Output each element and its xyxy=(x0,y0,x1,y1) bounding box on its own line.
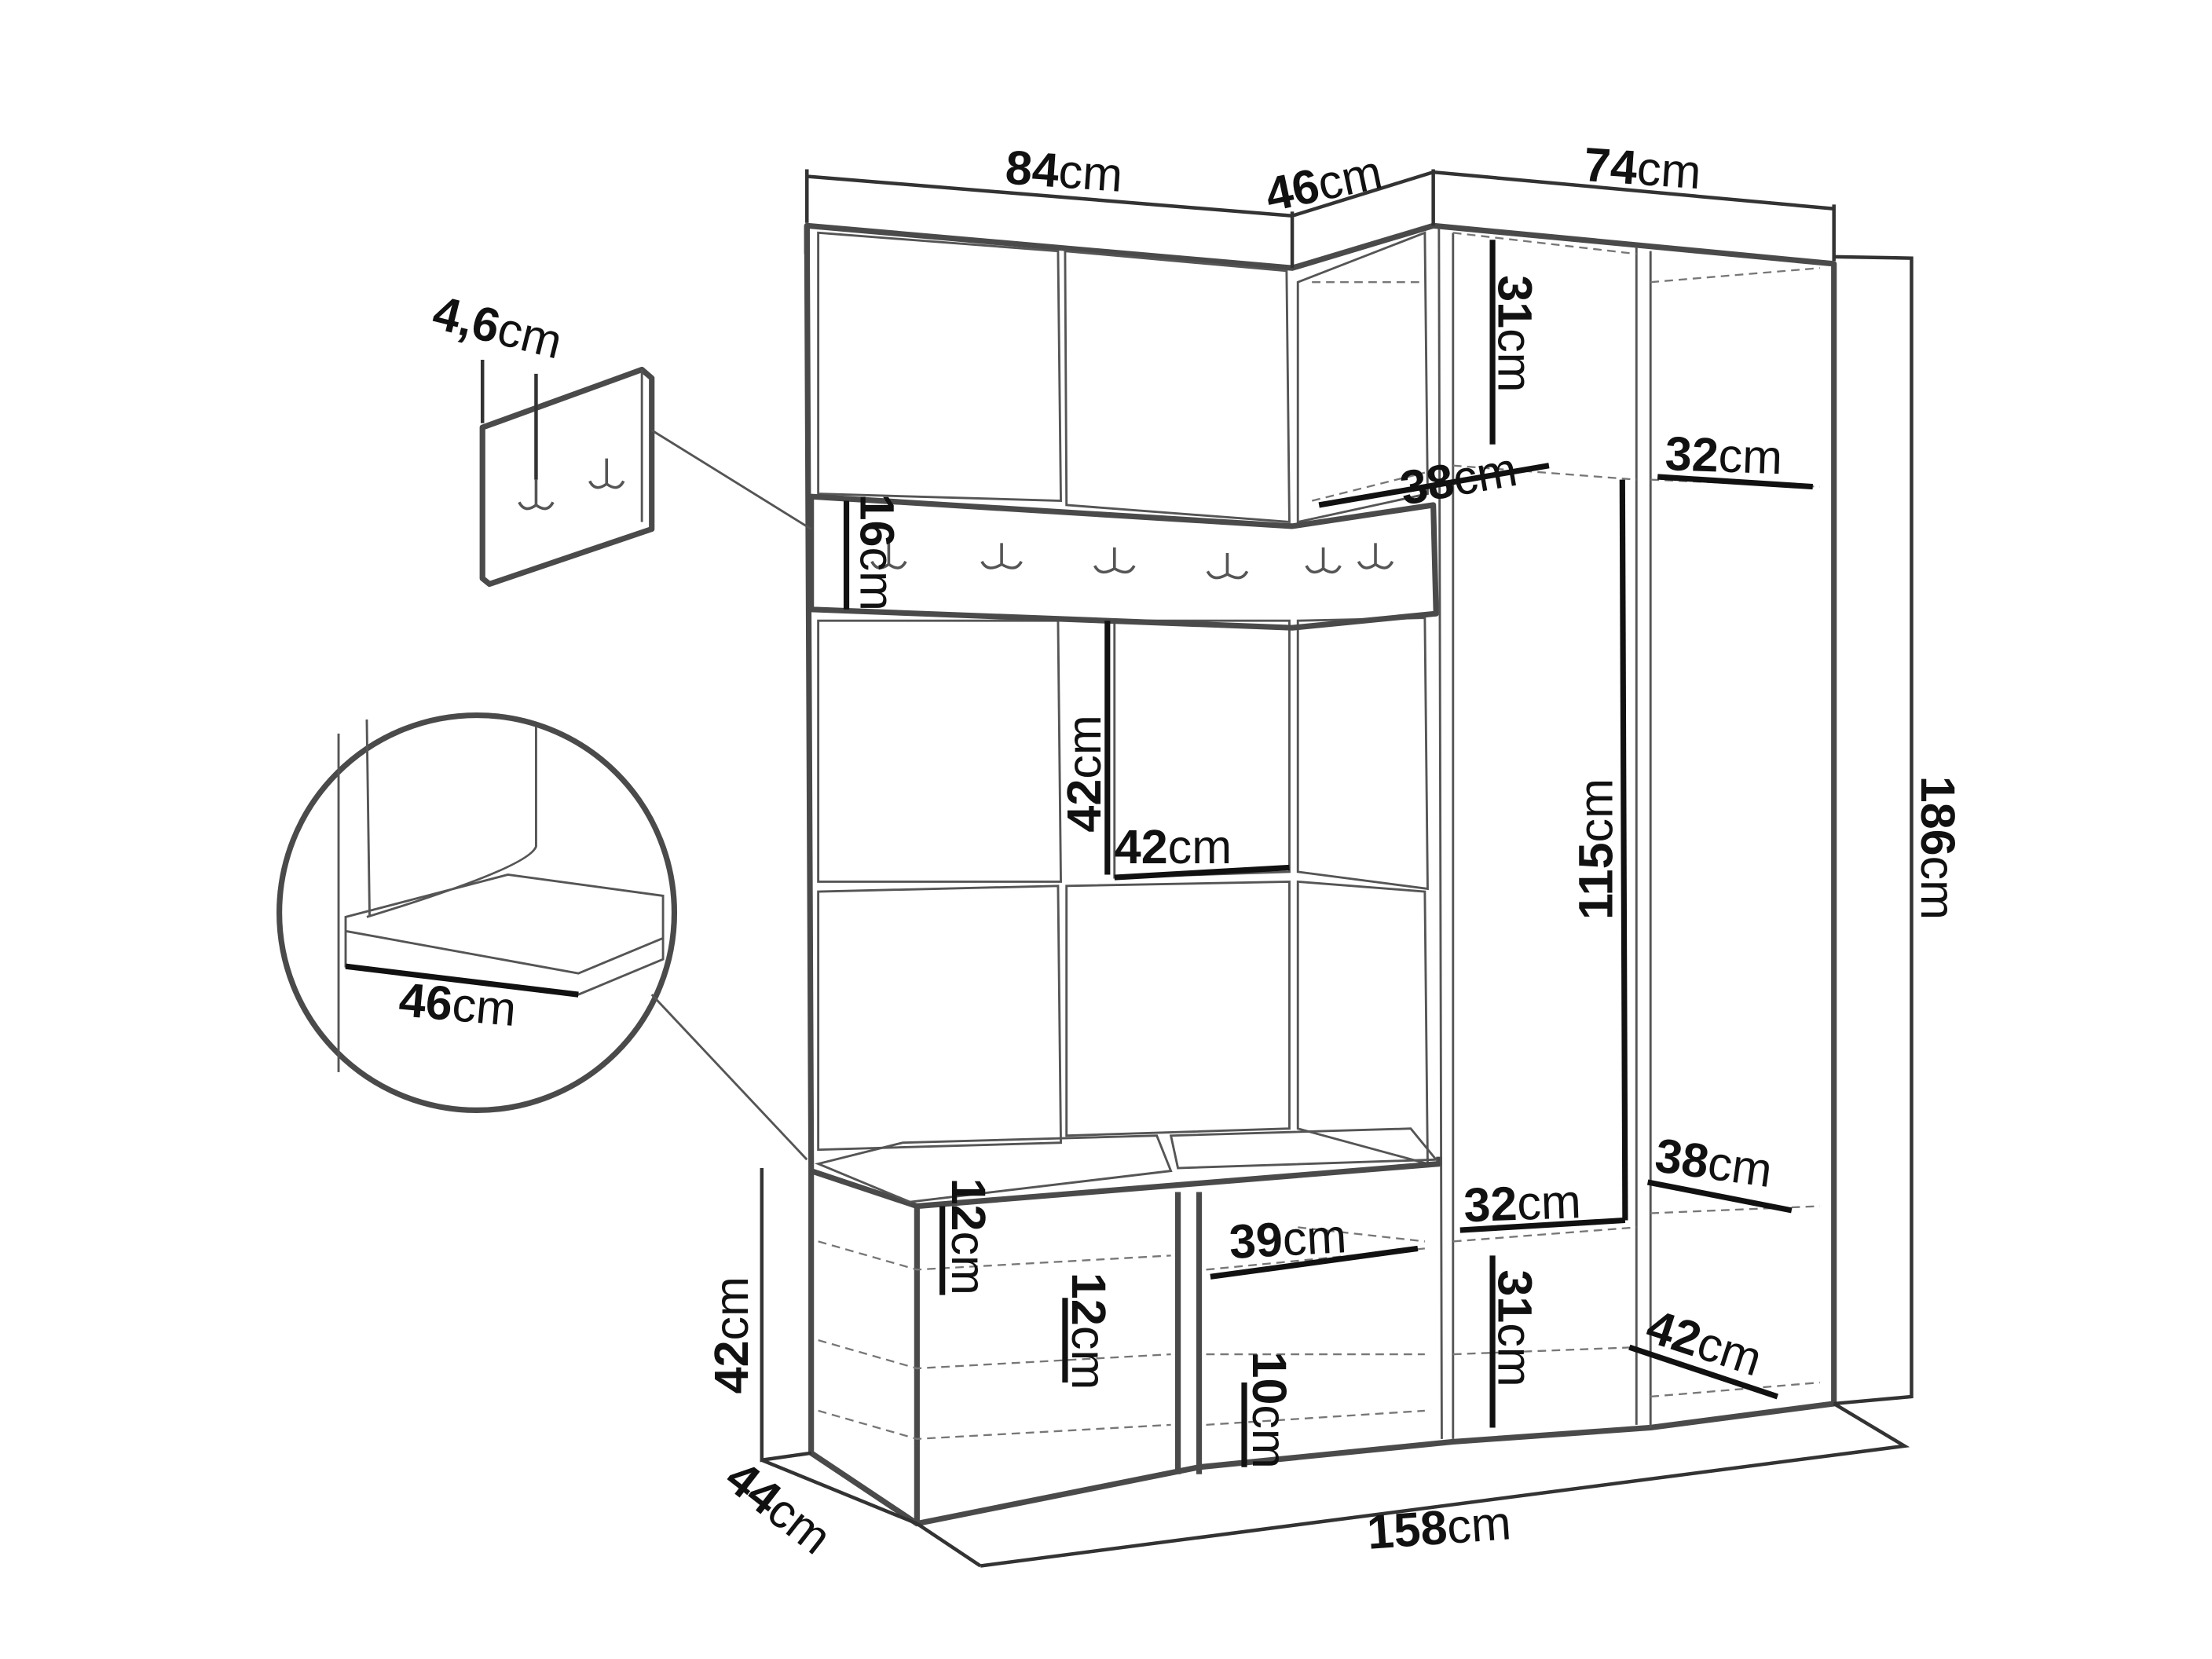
label-186cm: 186cm xyxy=(1911,776,1965,920)
label-10cm: 10cm xyxy=(1243,1351,1296,1468)
wardrobe-body xyxy=(804,222,1837,1527)
hook-icon xyxy=(1357,543,1394,569)
hook-icon xyxy=(980,543,1023,569)
label-42cm-width: 42cm xyxy=(1115,820,1232,873)
hook-icon xyxy=(1093,547,1136,574)
label-12cm-top: 12cm xyxy=(942,1178,995,1295)
label-4-6cm: 4,6cm xyxy=(428,285,568,368)
label-42cm-height: 42cm xyxy=(1057,715,1111,832)
label-38cm-top: 38cm xyxy=(1396,442,1521,515)
hook-icon xyxy=(1206,553,1249,580)
coat-hooks xyxy=(870,543,1394,580)
label-46cm-corner: 46cm xyxy=(1261,145,1386,222)
hook-rail xyxy=(808,493,1439,631)
label-74cm: 74cm xyxy=(1582,137,1703,199)
label-84cm: 84cm xyxy=(1004,141,1125,202)
label-31cm-top: 31cm xyxy=(1488,275,1541,392)
hook-icon xyxy=(1305,547,1342,574)
label-32cm-top: 32cm xyxy=(1664,427,1784,484)
dimension-lines xyxy=(345,169,1914,1568)
hook-icon xyxy=(870,543,907,569)
hook-panel-detail xyxy=(479,359,812,588)
label-39cm: 39cm xyxy=(1228,1209,1348,1269)
label-12cm-mid: 12cm xyxy=(1062,1273,1115,1390)
label-38cm-lower: 38cm xyxy=(1652,1128,1775,1197)
label-42cm-bench: 42cm xyxy=(705,1276,758,1393)
dimension-labels: 84cm 46cm 74cm 4,6cm 16cm 31cm 38cm 32cm… xyxy=(397,137,1965,1564)
label-31cm-lower: 31cm xyxy=(1488,1269,1541,1386)
label-16cm: 16cm xyxy=(851,494,904,611)
label-46cm-seat: 46cm xyxy=(397,972,518,1036)
label-158cm: 158cm xyxy=(1365,1496,1513,1559)
label-115cm: 115cm xyxy=(1569,778,1623,920)
label-32cm-lower: 32cm xyxy=(1463,1174,1582,1232)
seat-detail-circle xyxy=(276,712,808,1161)
